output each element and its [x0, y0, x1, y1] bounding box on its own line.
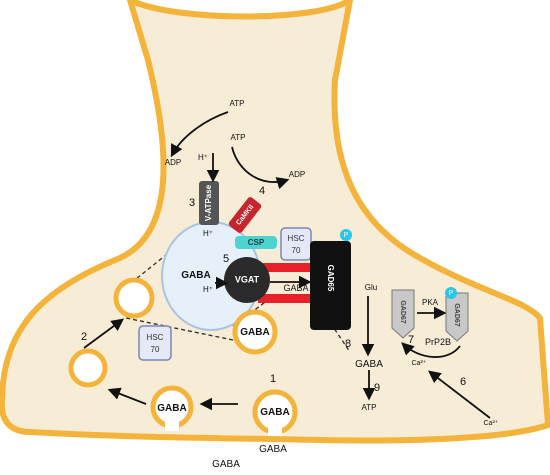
gad67-right	[445, 292, 469, 342]
adp-right-label: ADP	[289, 170, 305, 179]
atp-to-adp-right-arrow	[231, 146, 290, 190]
v-atpase-label: V-ATPase	[204, 184, 213, 221]
glu-label: Glu	[365, 283, 377, 292]
small-vesicles	[68, 277, 298, 435]
docked-gaba-vesicle	[232, 309, 278, 355]
atp-mid-label: ATP	[231, 133, 246, 142]
gaba-docked-label: GABA	[240, 327, 269, 338]
recycle-arrow-2	[83, 318, 125, 349]
v-atpase	[199, 181, 219, 225]
camkii	[228, 197, 262, 233]
gaba-bottom-right-label: GABA	[260, 407, 289, 418]
step-7: 7	[408, 334, 414, 346]
red-bar-top	[258, 263, 316, 272]
empty-vesicle-lower	[68, 348, 108, 388]
arrows	[83, 111, 491, 419]
phospho-label-gad65: P	[344, 232, 349, 239]
prp2b-return-arrow	[401, 342, 461, 358]
phospho-label-gad67: P	[449, 290, 454, 297]
gad65-label: GAD65	[326, 265, 335, 292]
step-1: 1	[270, 373, 276, 385]
hsc70-left	[138, 325, 172, 361]
gad67-left-label: GAD67	[399, 300, 406, 323]
phospho-marker-gad65	[340, 229, 352, 241]
step-9: 9	[374, 382, 380, 394]
step-8: 8	[345, 338, 351, 350]
vgat	[224, 257, 270, 303]
gaba-below-membrane-label: GABA	[259, 444, 287, 455]
h-plus-vgat-label: H⁺	[203, 285, 213, 294]
atp-to-adp-left-arrow	[170, 111, 229, 158]
gaba-cleft-label: GABA	[212, 459, 240, 470]
h-plus-vesicle-label: H⁺	[203, 229, 213, 238]
phospho-marker-gad67	[445, 287, 457, 299]
step-4: 4	[259, 185, 265, 197]
gaba-cytosol-label: GABA	[355, 359, 383, 370]
gad67-right-label: GAD67	[453, 303, 460, 326]
hsc70-left-label-2: 70	[151, 345, 160, 354]
vgat-label: VGAT	[235, 274, 260, 284]
step-2: 2	[81, 331, 87, 343]
hsc70-top	[280, 227, 312, 261]
adp-left-label: ADP	[165, 158, 181, 167]
step-3: 3	[189, 197, 195, 209]
atp-top-label: ATP	[230, 99, 245, 108]
csp-label: CSP	[248, 238, 265, 247]
fusion-pore-right	[268, 426, 282, 436]
gad65	[310, 241, 351, 330]
recycle-arrow-1	[107, 387, 147, 405]
step-6: 6	[460, 376, 466, 388]
atp-bottom-label: ATP	[362, 403, 377, 412]
ca-inside-label: Ca²⁺	[412, 360, 427, 367]
gaba-vgat-label: GABA	[283, 283, 308, 293]
csp	[235, 236, 277, 249]
red-bar-bottom	[258, 294, 316, 303]
hsc70-left-label-1: HSC	[147, 333, 164, 342]
calcium-influx-arrow	[428, 370, 491, 419]
fusion-pore-left	[165, 421, 179, 431]
gaba-vesicle-label: GABA	[181, 270, 210, 281]
gaba-bottom-left-label: GABA	[157, 403, 186, 414]
gad67-left	[391, 289, 415, 339]
hsc70-top-label-1: HSC	[288, 234, 305, 243]
hsc70-top-label-2: 70	[292, 246, 301, 255]
ca-outside-label: Ca²⁺	[484, 420, 499, 427]
h-plus-top-label: H⁺	[198, 153, 208, 162]
empty-vesicle-upper	[113, 277, 155, 319]
pka-label: PKA	[422, 298, 439, 307]
prp2b-label: PrP2B	[425, 337, 451, 347]
step-5: 5	[223, 253, 229, 265]
